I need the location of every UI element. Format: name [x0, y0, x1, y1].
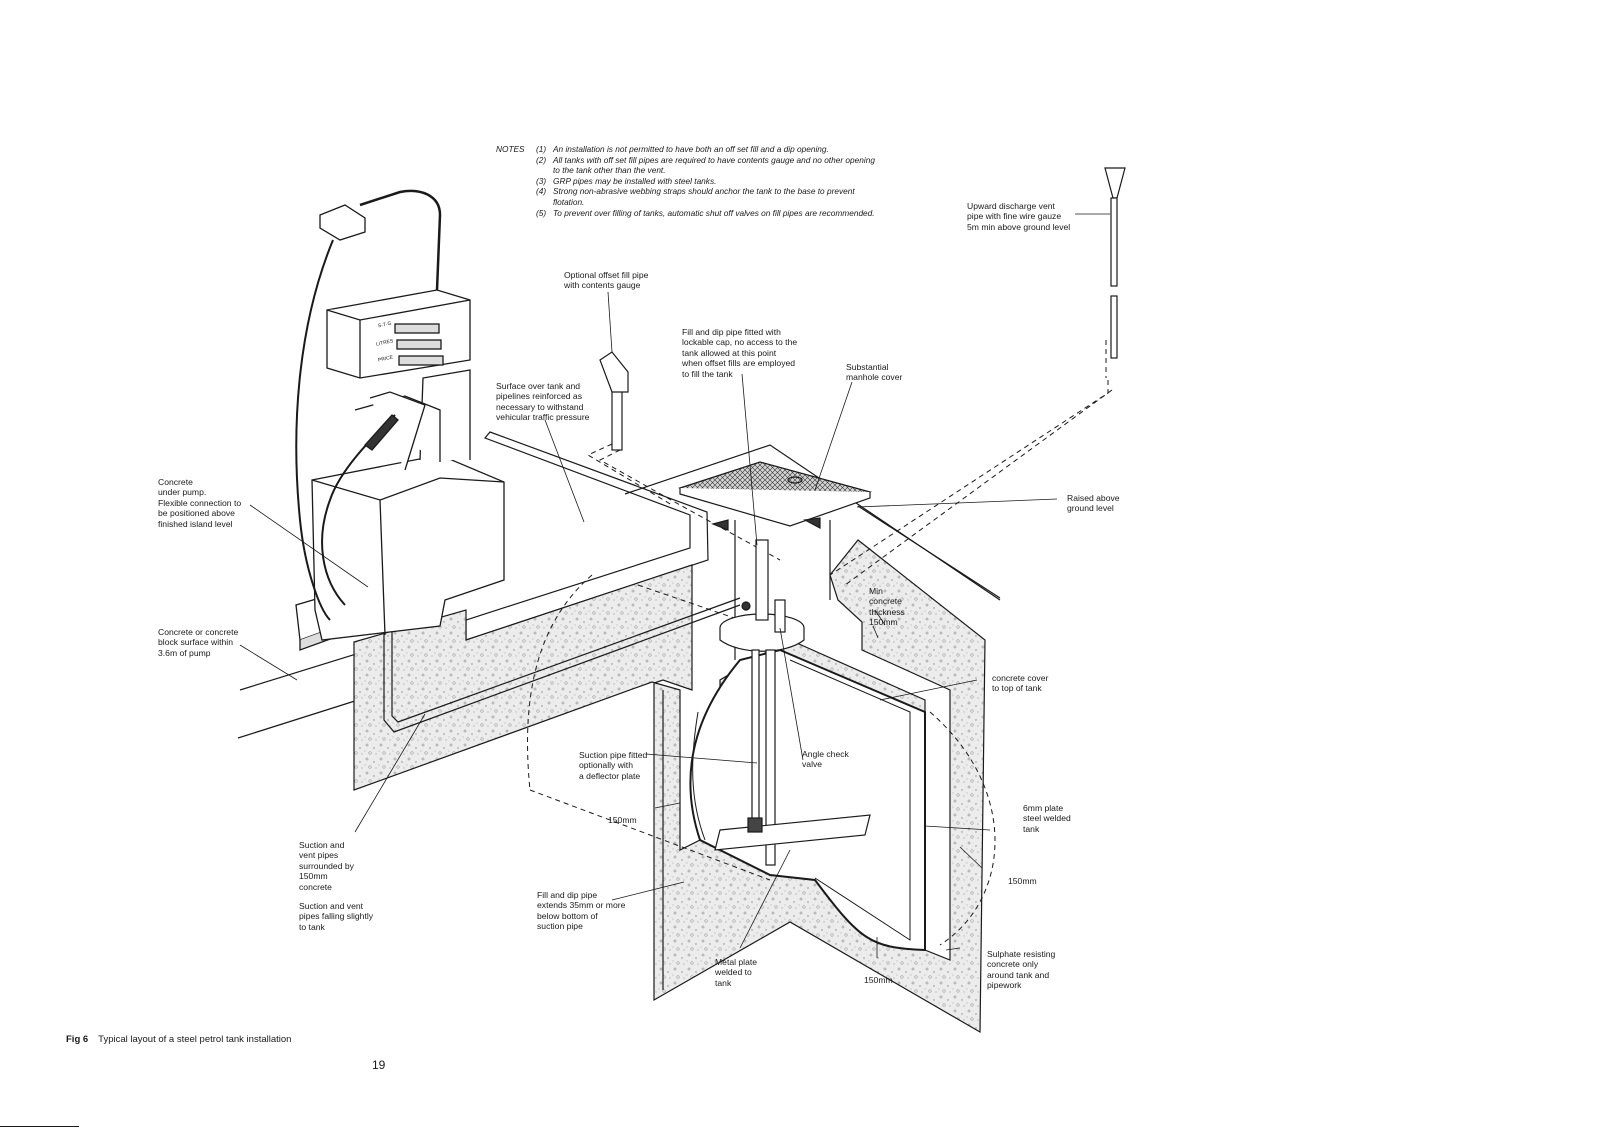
label-concrete-under-pump: Concrete under pump. Flexible connection…	[158, 477, 242, 529]
note-text: flotation.	[553, 196, 585, 207]
vent-pipe	[1104, 167, 1126, 359]
note-text: To prevent over filling of tanks, automa…	[553, 207, 875, 218]
note-text: to the tank other than the vent.	[553, 165, 666, 176]
label-metal-plate: Metal plate welded to tank	[715, 957, 758, 988]
notes-block: NOTES (1) An installation is not permitt…	[496, 144, 875, 219]
notes-row-7: (5) To prevent over filling of tanks, au…	[496, 208, 875, 219]
label-suction-vent-pipes: Suction and vent pipes surrounded by 150…	[299, 840, 354, 892]
label-offset-fill: Optional offset fill pipe with contents …	[564, 270, 649, 291]
notes-row-5: (4) Strong non-abrasive webbing straps s…	[496, 186, 855, 197]
notes-row-1: NOTES (1) An installation is not permitt…	[496, 144, 829, 155]
label-dimension-left: 150mm	[608, 815, 637, 825]
label-steel-tank: 6mm plate steel welded tank	[1023, 803, 1071, 834]
label-angle-check-valve: Angle check valve	[802, 749, 849, 770]
ground-surface	[237, 431, 1001, 739]
note-text: GRP pipes may be installed with steel ta…	[553, 175, 717, 186]
label-min-concrete: Min concrete thickness 150mm	[869, 586, 905, 628]
note-text: An installation is not permitted to have…	[553, 144, 829, 154]
note-text: All tanks with off set fill pipes are re…	[553, 154, 875, 165]
note-number: (2)	[536, 154, 547, 165]
label-pipes-falling: Suction and vent pipes falling slightly …	[299, 901, 374, 932]
footer-rule	[0, 1126, 79, 1127]
label-surface-reinforced: Surface over tank and pipelines reinforc…	[496, 381, 590, 423]
page-number: 19	[372, 1058, 386, 1072]
note-number: (1)	[536, 144, 547, 154]
label-block-surface: Concrete or concrete block surface withi…	[158, 627, 239, 658]
note-number: (5)	[536, 207, 547, 218]
notes-row-3: to the tank other than the vent.	[496, 165, 666, 176]
dashed-outlines	[527, 340, 1113, 946]
notes-row-2: (2) All tanks with off set fill pipes ar…	[496, 155, 875, 166]
label-sulphate-concrete: Sulphate resisting concrete only around …	[987, 949, 1056, 991]
figure-title: Typical layout of a steel petrol tank in…	[98, 1034, 292, 1045]
offset-fill-pipe	[599, 351, 629, 451]
label-fill-dip-pipe: Fill and dip pipe fitted with lockable c…	[682, 327, 798, 379]
label-raised-above-ground: Raised above ground level	[1067, 493, 1120, 514]
notes-heading: NOTES	[496, 144, 525, 154]
label-concrete-cover: concrete cover to top of tank	[992, 673, 1049, 694]
note-number: (4)	[536, 186, 547, 197]
steel-tank	[689, 648, 926, 952]
petrol-pump	[295, 189, 505, 651]
figure-number: Fig 6	[66, 1034, 89, 1045]
figure-caption: Fig 6 Typical layout of a steel petrol ta…	[66, 1034, 291, 1045]
label-suction-pipe-fitted: Suction pipe fitted optionally with a de…	[579, 750, 648, 781]
note-text: Strong non-abrasive webbing straps shoul…	[553, 186, 855, 197]
note-number: (3)	[536, 175, 547, 186]
notes-row-4: (3) GRP pipes may be installed with stee…	[496, 176, 716, 187]
label-dimension-bottom: 150mm	[864, 975, 893, 985]
leader-lines	[239, 213, 1110, 958]
label-dimension-right: 150mm	[1008, 876, 1037, 886]
label-fill-dip-extends: Fill and dip pipe extends 35mm or more b…	[537, 890, 626, 932]
tank-fittings	[714, 539, 871, 866]
label-vent-pipe: Upward discharge vent pipe with fine wir…	[967, 201, 1071, 232]
label-manhole-cover: Substantial manhole cover	[846, 362, 903, 383]
notes-row-6: flotation.	[496, 197, 584, 208]
